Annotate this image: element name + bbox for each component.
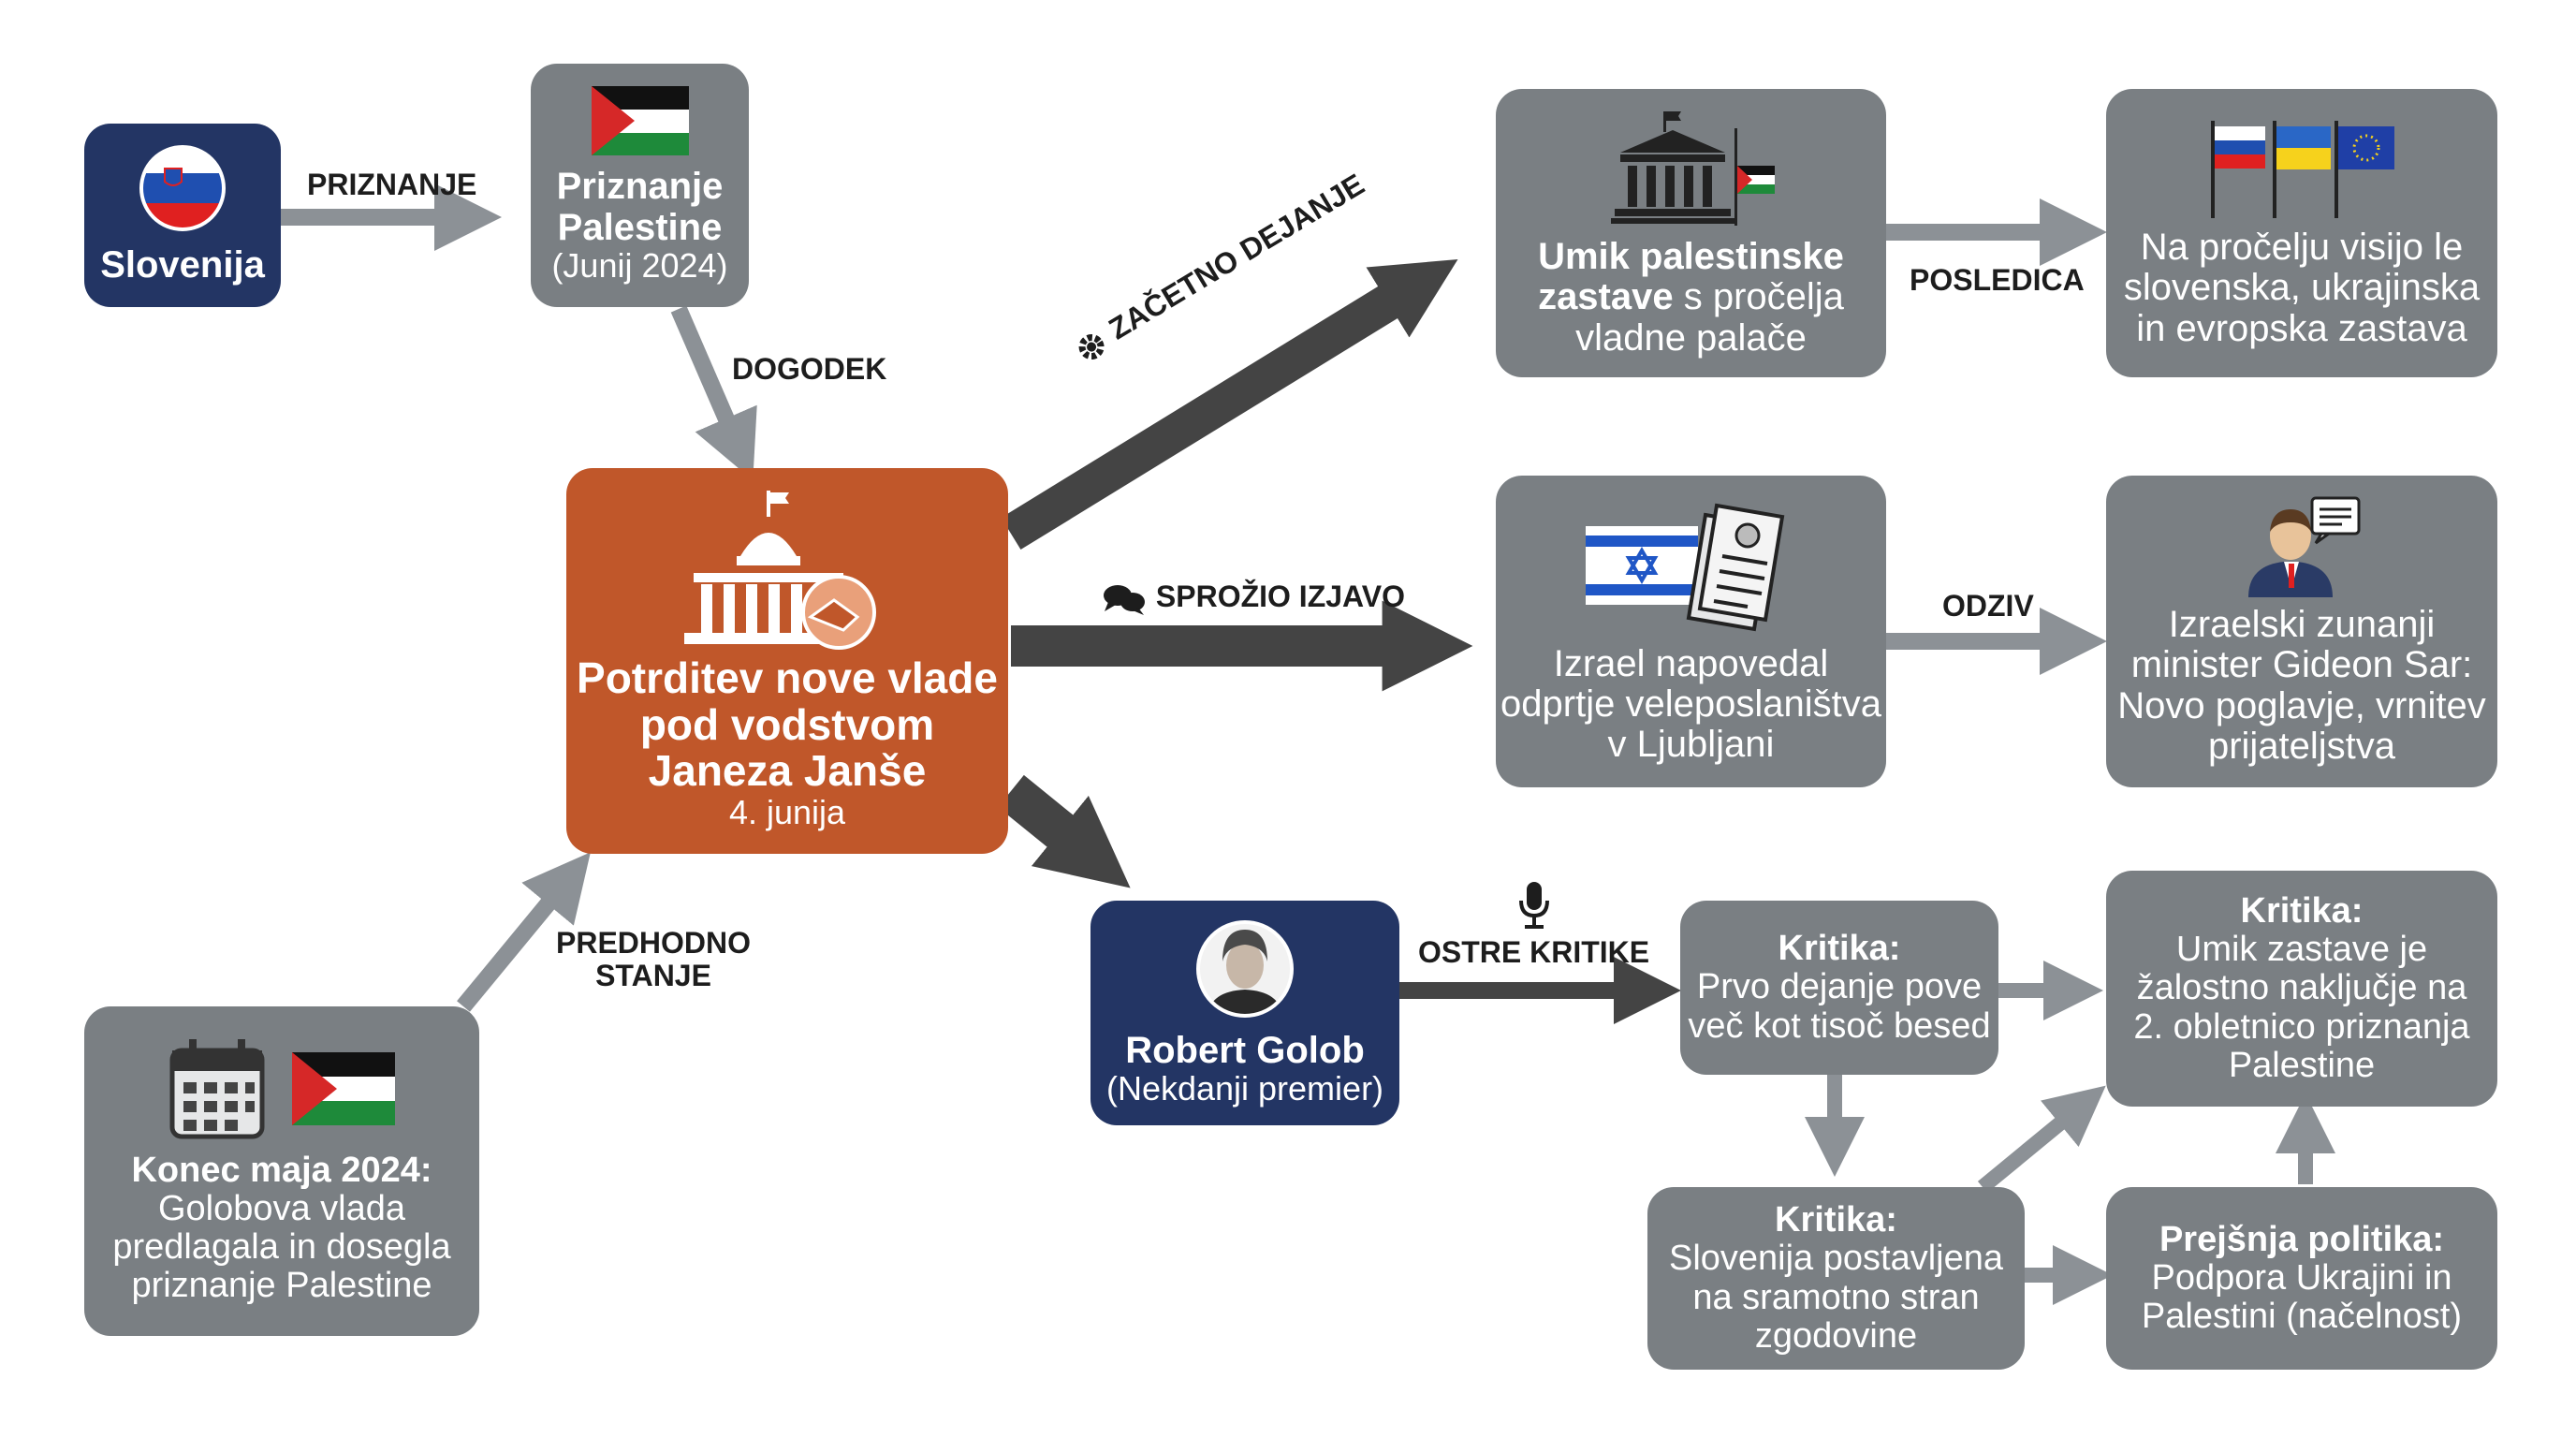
arrow-kritika3-to-2 [1977, 1085, 2106, 1194]
golob-name: Robert Golob [1125, 1029, 1365, 1071]
kritika3-title: Kritika: [1775, 1200, 1897, 1240]
umik-rest-2: s pročelja [1673, 276, 1844, 318]
flags-icon [2211, 121, 2394, 219]
center-line-3: Janeza Janše [648, 746, 927, 796]
document-icon [1686, 503, 1784, 632]
slovenija-label: Slovenija [100, 244, 265, 286]
procelje-line-2: slovenska, ukrajinska [2123, 267, 2481, 309]
kritika2-title: Kritika: [2240, 891, 2364, 932]
label-predhodno-stanje: PREDHODNO STANJE [556, 926, 752, 993]
arrow-dogodek [670, 305, 757, 481]
node-izrael-napovedal: Izrael napovedal odprtje veleposlaništva… [1496, 476, 1886, 787]
umik-line-3: vladne palače [1575, 316, 1807, 359]
sar-line-2: minister Gideon Sar: [2130, 644, 2473, 686]
node-robert-golob: Robert Golob (Nekdanji premier) [1090, 901, 1399, 1125]
label-posledica: POSLEDICA [1910, 263, 2085, 297]
label-odziv: ODZIV [1942, 589, 2034, 623]
calendar-icon [169, 1038, 265, 1139]
procelje-line-1: Na pročelju visijo le [2140, 227, 2464, 269]
sar-line-4: prijateljstva [2207, 725, 2396, 767]
priznanje-title-1: Priznanje [556, 166, 724, 208]
prejsnja-line-1: Podpora Ukrajini in [2151, 1257, 2452, 1298]
label-sprozio-izjavo: SPROŽIO IZJAVO [1101, 580, 1405, 617]
konec-line-2: predlagala in dosegla [112, 1227, 451, 1267]
sprozio-text: SPROŽIO IZJAVO [1155, 580, 1405, 613]
arrow-zacetno-dejanje [1001, 258, 1458, 550]
izrael-line-2: odprtje veleposlaništva [1500, 682, 1881, 725]
label-dogodek: DOGODEK [732, 352, 887, 386]
microphone-icon [1518, 882, 1549, 929]
predhodno-line-1: PREDHODNO [556, 926, 752, 960]
umik-bold-2: zastave [1538, 276, 1674, 318]
government-building-icon [1610, 111, 1775, 227]
kritika1-line-2: več kot tisoč besed [1688, 1005, 1991, 1046]
konec-line-3: priznanje Palestine [131, 1266, 432, 1306]
kritika3-line-2: na sramotno stran [1692, 1277, 1980, 1317]
predhodno-line-2: STANJE [595, 959, 711, 993]
node-konec-maja: Konec maja 2024: Golobova vlada predlaga… [84, 1006, 479, 1336]
arrow-to-golob [998, 774, 1131, 888]
node-kritika-2: Kritika: Umik zastave je žalostno naklju… [2106, 871, 2497, 1107]
businessman-icon [2248, 496, 2361, 598]
umik-bold-1: Umik palestinske [1538, 236, 1844, 278]
portrait-icon [1196, 919, 1294, 1018]
izrael-line-1: Izrael napovedal [1553, 642, 1829, 684]
kritika2-line-2: žalostno naključje na [2136, 968, 2467, 1008]
node-kritika-1: Kritika: Prvo dejanje pove več kot tisoč… [1680, 901, 1998, 1075]
gear-icon [1078, 333, 1105, 360]
palestine-flag-icon [292, 1051, 395, 1125]
priznanje-title-2: Palestine [557, 206, 723, 248]
konec-line-1: Golobova vlada [157, 1188, 406, 1228]
priznanje-sub: (Junij 2024) [551, 245, 728, 285]
ostre-text: OSTRE KRITIKE [1418, 935, 1650, 969]
speech-bubbles-icon [1104, 584, 1145, 615]
government-building-icon [684, 491, 876, 651]
prejsnja-title: Prejšnja politika: [2159, 1219, 2445, 1259]
kritika3-line-1: Slovenija postavljena [1668, 1239, 2003, 1279]
sar-line-3: Novo poglavje, vrnitev [2117, 684, 2486, 726]
node-slovenija: Slovenija [84, 124, 281, 307]
kritika2-line-1: Umik zastave je [2175, 930, 2428, 970]
slovenia-flag-icon [139, 145, 226, 232]
center-date: 4. junija [728, 793, 846, 832]
golob-role: (Nekdanji premier) [1105, 1069, 1384, 1108]
kritika2-line-3: 2. obletnico priznanja [2133, 1006, 2470, 1047]
node-potrditev-vlade: Potrditev nove vlade pod vodstvom Janeza… [566, 468, 1008, 854]
label-zacetno-dejanje: ZAČETNO DEJANJE [1067, 167, 1371, 370]
node-prejsnja-politika: Prejšnja politika: Podpora Ukrajini in P… [2106, 1187, 2497, 1370]
node-umik-zastave: Umik palestinske zastave s pročelja vlad… [1496, 89, 1886, 377]
node-kritika-3: Kritika: Slovenija postavljena na sramot… [1647, 1187, 2025, 1370]
node-na-procelju: Na pročelju visijo le slovenska, ukrajin… [2106, 89, 2497, 377]
center-line-1: Potrditev nove vlade [577, 653, 998, 703]
israel-flag-icon [1585, 503, 1784, 632]
label-priznanje: PRIZNANJE [307, 168, 477, 201]
prejsnja-line-2: Palestini (načelnost) [2141, 1297, 2463, 1337]
node-priznanje-palestine: Priznanje Palestine (Junij 2024) [531, 64, 749, 307]
kritika2-line-4: Palestine [2228, 1045, 2376, 1085]
arrow-predhodno [457, 852, 591, 1012]
sar-line-1: Izraelski zunanji [2168, 604, 2436, 646]
center-line-2: pod vodstvom [639, 699, 935, 749]
kritika1-title: Kritika: [1778, 929, 1901, 969]
palestine-flag-icon [1736, 166, 1775, 195]
speech-bubbles-icon [2310, 496, 2361, 545]
kritika3-line-3: zgodovine [1754, 1315, 1918, 1356]
konec-title: Konec maja 2024: [131, 1150, 432, 1190]
kritika1-line-1: Prvo dejanje pove [1696, 967, 1983, 1007]
handshake-icon [801, 575, 876, 651]
izrael-line-3: v Ljubljani [1607, 724, 1775, 766]
procelje-line-3: in evropska zastava [2136, 307, 2467, 349]
node-gideon-sar: Izraelski zunanji minister Gideon Sar: N… [2106, 476, 2497, 787]
palestine-flag-icon [591, 86, 689, 156]
label-ostre-kritike: OSTRE KRITIKE [1418, 880, 1649, 969]
